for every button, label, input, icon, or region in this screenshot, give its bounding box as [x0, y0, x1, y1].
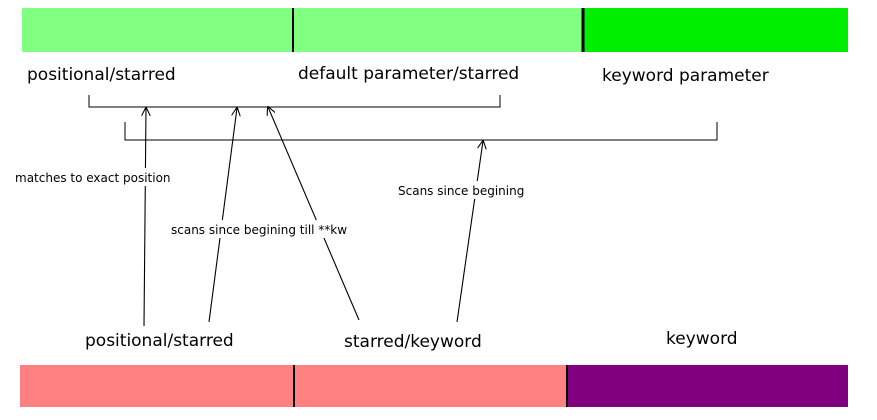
- annotation-scan-till-kw-bg: [168, 220, 356, 238]
- bracket-lower: [124, 122, 718, 141]
- top-parameter-bar: [22, 8, 848, 52]
- bottom-label-positional: positional/starred: [85, 331, 234, 351]
- annotation-scan-till-kw: scans since begining till **kw: [171, 223, 347, 237]
- bottom-segment-starred-keyword: [294, 365, 567, 407]
- bottom-segment-positional: [20, 365, 294, 407]
- bracket-upper: [88, 95, 501, 108]
- top-label-positional: positional/starred: [27, 65, 176, 85]
- top-segment-default: [293, 8, 583, 52]
- top-segment-positional: [22, 8, 293, 52]
- annotation-scan-begin-bg: [394, 181, 530, 199]
- annotation-exact: matches to exact position: [15, 171, 171, 185]
- arrow-positional-to-default: [208, 108, 237, 323]
- bottom-label-keyword: keyword: [666, 329, 738, 349]
- bottom-label-starred-keyword: starred/keyword: [344, 332, 482, 352]
- annotation-exact-bg: [12, 168, 180, 186]
- top-label-keyword: keyword parameter: [602, 66, 769, 86]
- bottom-segment-keyword: [567, 365, 848, 407]
- arrow-starred-keyword-to-bracket: [268, 107, 360, 321]
- arrow-keyword-to-bracket: [456, 141, 483, 323]
- annotation-scan-begin: Scans since begining: [398, 184, 524, 198]
- bottom-argument-bar: [20, 365, 848, 407]
- arrow-positional-to-positional: [144, 108, 146, 327]
- top-segment-keyword: [583, 8, 848, 52]
- top-label-default: default parameter/starred: [298, 64, 519, 84]
